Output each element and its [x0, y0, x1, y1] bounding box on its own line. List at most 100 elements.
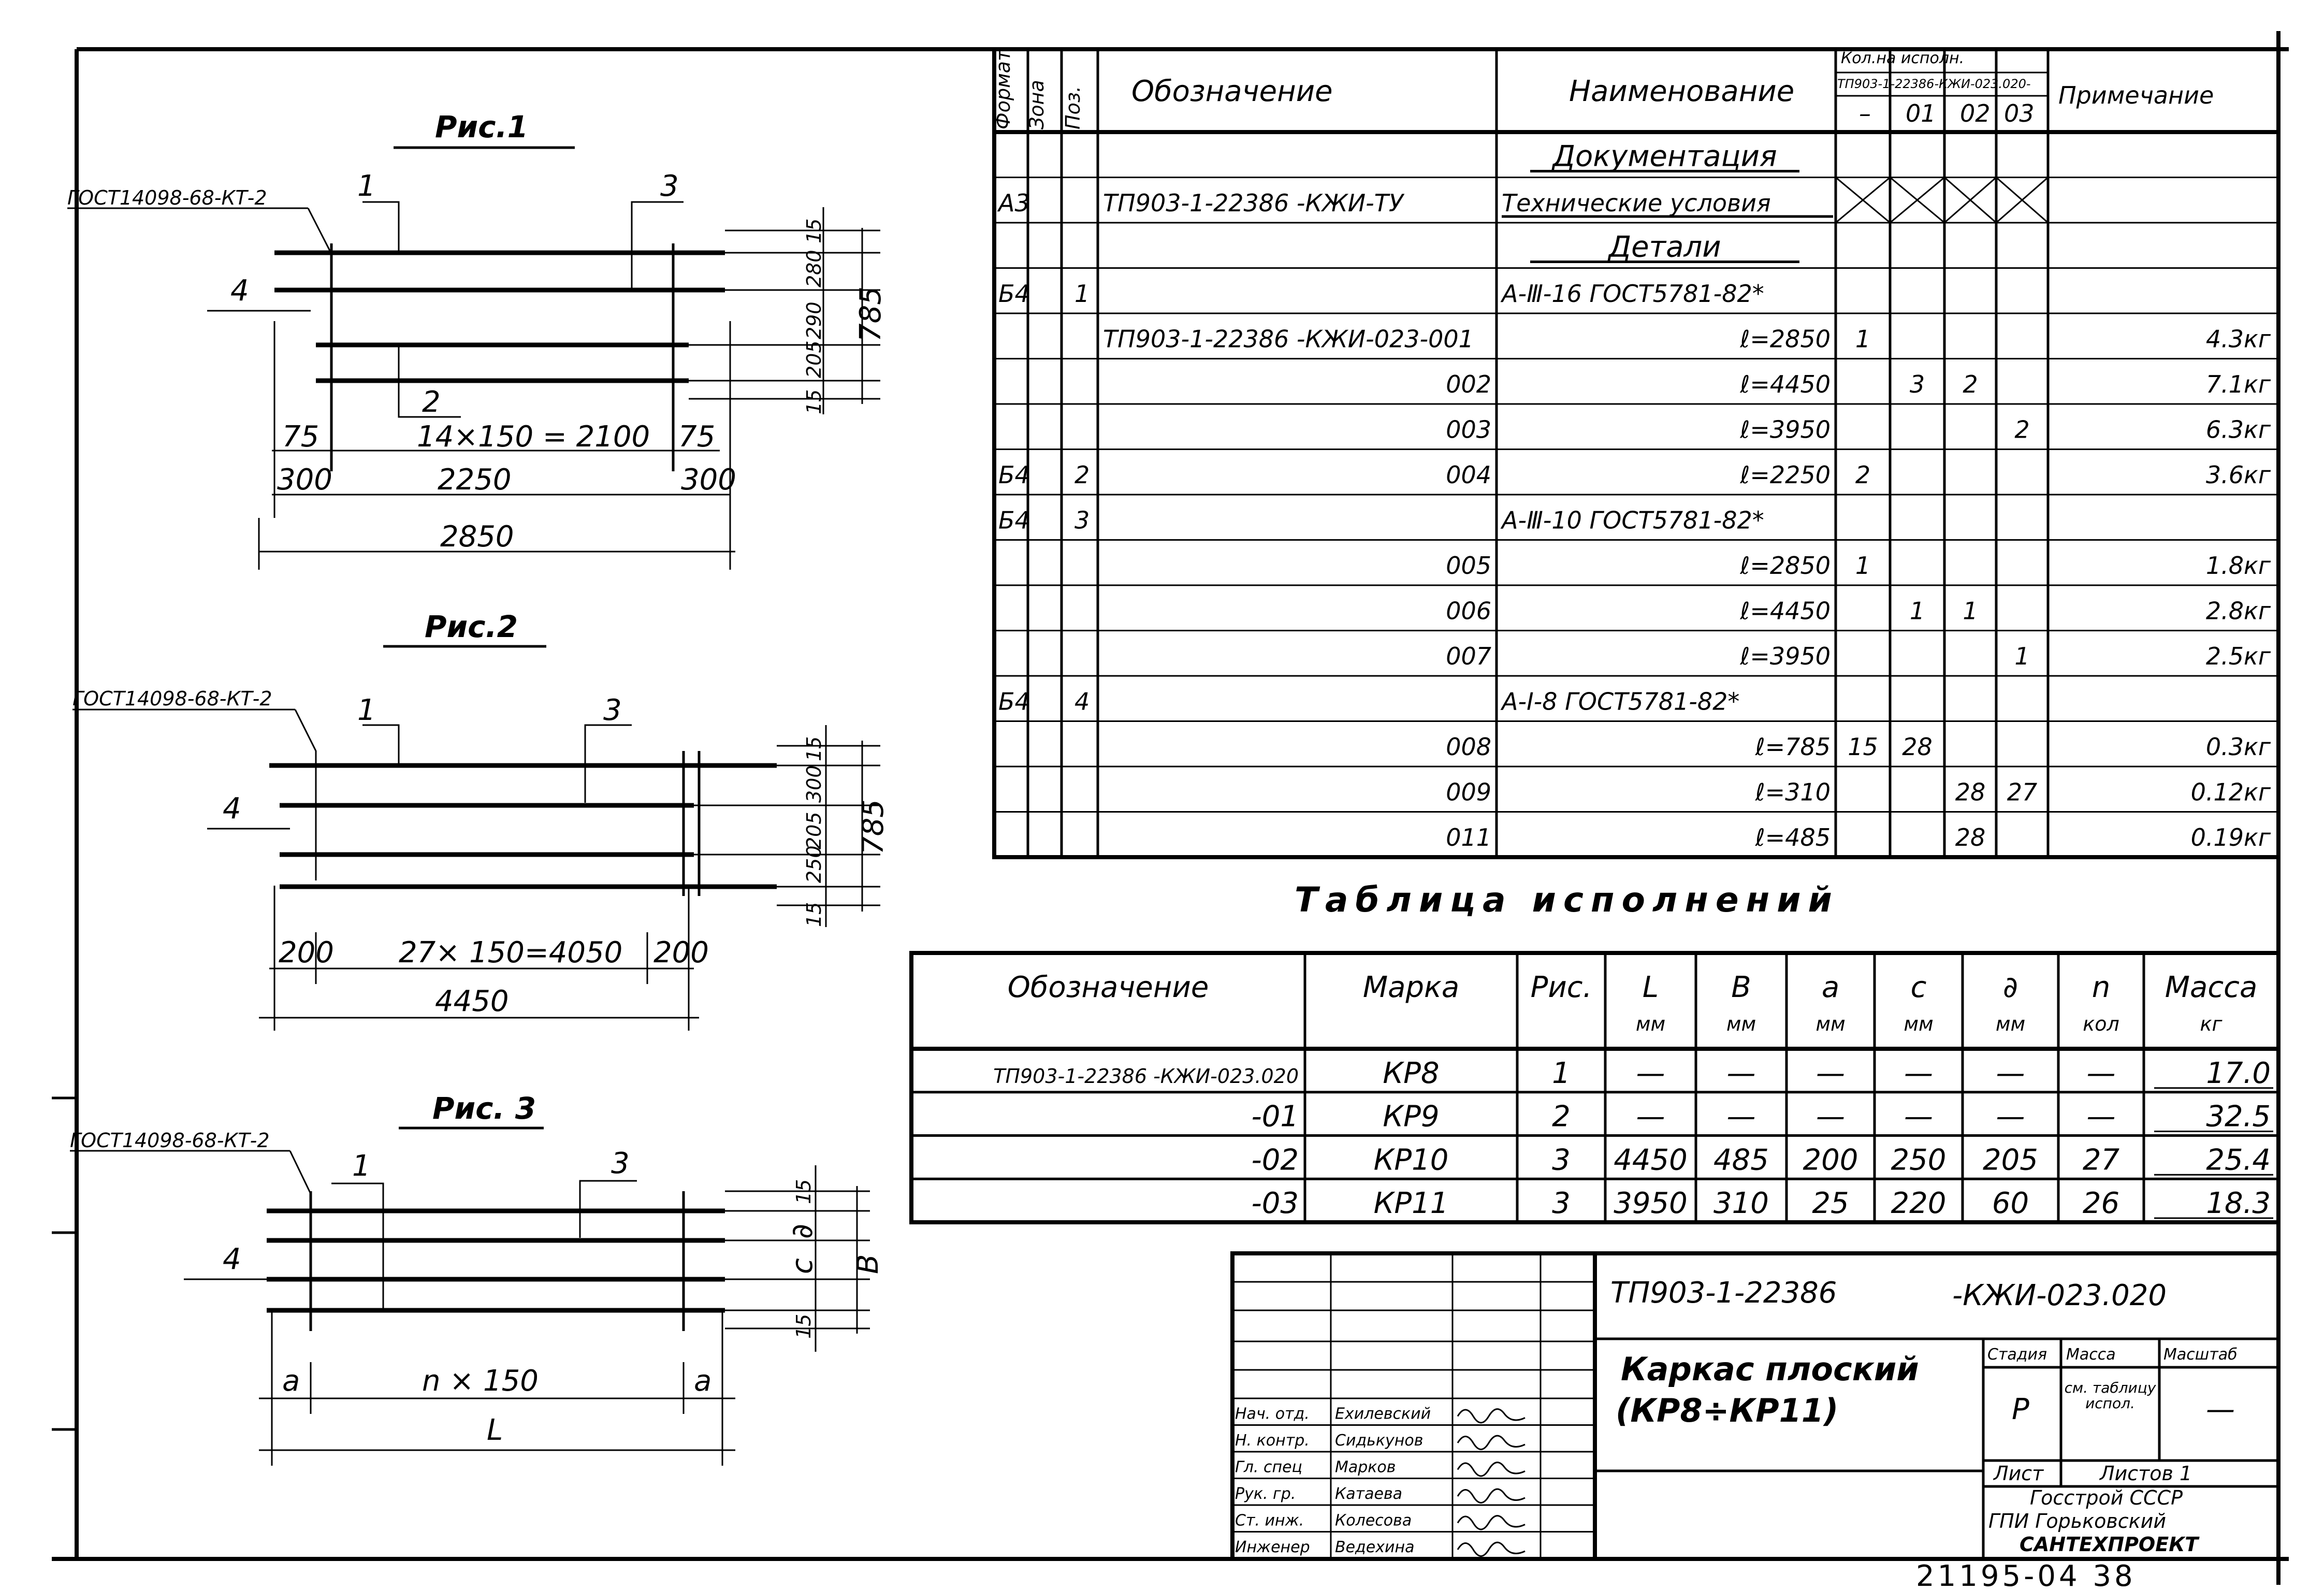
figure-2-pos-4: 4 — [223, 792, 241, 826]
spec-header-format: Формат — [992, 49, 1014, 129]
spec-cell-note: 0.3кг — [2206, 733, 2271, 761]
figure-3-v3: c — [786, 1258, 819, 1274]
exec-cell: -01 — [1252, 1100, 1299, 1134]
exec-header-unit: мм — [1996, 1013, 2025, 1035]
figure-1-v5: 15 — [803, 389, 825, 414]
figure-3-total: L — [487, 1413, 503, 1447]
spec-cell-note: 4.3кг — [2206, 325, 2271, 353]
title-block-sheets-label: Листов 1 — [2099, 1462, 2192, 1485]
exec-cell: 25 — [1812, 1187, 1849, 1220]
exec-cell: — — [1816, 1100, 1845, 1134]
spec-cell-name: А-Ⅰ-8 ГОСТ5781-82* — [1500, 688, 1739, 716]
exec-cell: 2 — [1552, 1100, 1571, 1134]
figure-1-v1: 15 — [803, 219, 825, 243]
spec-cross-mark — [1996, 177, 2049, 224]
signature-name: Ведехина — [1335, 1538, 1415, 1556]
spec-header-qty-0: – — [1859, 99, 1871, 127]
title-block-org-line2: ГПИ Горьковский — [1988, 1510, 2166, 1533]
exec-cell: 3 — [1552, 1187, 1571, 1220]
spec-header-qty-2: 02 — [1960, 99, 1991, 127]
exec-cell: 250 — [1891, 1143, 1947, 1177]
title-block-doc-code: -КЖИ-023.020 — [1952, 1279, 2167, 1312]
spec-header-pos: Поз. — [1062, 86, 1084, 129]
figure-2-v5: 15 — [803, 902, 825, 927]
title-block-title-line1: Каркас плоский — [1621, 1350, 1919, 1388]
exec-cell: 27 — [2083, 1143, 2120, 1177]
exec-header-unit: мм — [1815, 1013, 1845, 1035]
spec-cell-designation: 007 — [1446, 642, 1491, 670]
spec-cell-name: А-Ⅲ-10 ГОСТ5781-82* — [1500, 507, 1764, 534]
figure-3-pitch: n × 150 — [422, 1364, 539, 1398]
spec-cell-designation: 002 — [1446, 370, 1491, 398]
exec-header-unit: кг — [2200, 1013, 2223, 1035]
exec-header: c — [1911, 971, 1927, 1004]
title-block-stage-label: Стадия — [1987, 1346, 2047, 1364]
spec-cell-qty: 3 — [1910, 370, 1925, 398]
signature-role: Нач. отд. — [1235, 1405, 1310, 1423]
exec-header: ∂ — [2003, 971, 2018, 1004]
spec-cell-format: Б4 — [998, 507, 1030, 534]
exec-header: B — [1731, 971, 1751, 1004]
exec-cell: КР9 — [1383, 1100, 1439, 1134]
figure-1-height: 785 — [854, 286, 888, 342]
spec-cell-pos: 3 — [1074, 507, 1090, 534]
spec-cell-note: 3.6кг — [2206, 461, 2271, 489]
figure-1-pitch: 14×150 = 2100 — [417, 420, 650, 454]
title-block-stage-value: Р — [2012, 1393, 2029, 1426]
figure-3-title: Рис. 3 — [432, 1091, 536, 1126]
spec-cell-name: Детали — [1607, 230, 1721, 264]
figure-2-pitch: 27× 150=4050 — [399, 936, 622, 970]
spec-cell-qty: 1 — [1910, 597, 1925, 625]
spec-cell-format: А3 — [997, 189, 1030, 217]
exec-cell: 220 — [1891, 1187, 1947, 1220]
exec-cell: — — [1636, 1100, 1665, 1134]
spec-cross-mark — [1890, 177, 1945, 224]
footer-number: 21195-04 38 — [1916, 1559, 2136, 1590]
figure-1-end-right: 75 — [678, 420, 715, 454]
spec-cell-pos: 4 — [1074, 688, 1090, 716]
spec-cell-format: Б4 — [998, 688, 1030, 716]
spec-cell-note: 0.19кг — [2191, 823, 2271, 851]
signature-role: Ст. инж. — [1235, 1512, 1304, 1530]
signature-name: Марков — [1335, 1458, 1396, 1477]
spec-cell-format: Б4 — [998, 280, 1030, 308]
spec-cell-designation: 005 — [1446, 552, 1491, 580]
spec-cell-name: ℓ=4450 — [1739, 370, 1831, 398]
figure-2-pos-1: 1 — [357, 693, 376, 727]
spec-header-qty-1: 01 — [1906, 99, 1936, 127]
signature-name: Сидькунов — [1335, 1432, 1423, 1450]
exec-cell: 60 — [1992, 1187, 2029, 1220]
spec-cell-name: Документация — [1551, 140, 1777, 174]
handwritten-signature — [1457, 1435, 1526, 1450]
signature-role: Н. контр. — [1235, 1432, 1310, 1450]
signature-name: Колесова — [1335, 1512, 1412, 1530]
figure-2-pos-3: 3 — [603, 693, 622, 727]
spec-cell-qty: 27 — [2007, 778, 2038, 806]
exec-header: Марка — [1363, 971, 1459, 1004]
exec-cell: — — [1816, 1057, 1845, 1090]
signature-role: Инженер — [1235, 1538, 1310, 1556]
specification-table: Формат Зона Поз. Обозначение Наименовани… — [992, 47, 2281, 859]
spec-cell-note: 2.5кг — [2206, 642, 2271, 670]
handwritten-signature — [1457, 1462, 1526, 1477]
sheet-frame — [52, 31, 2289, 1585]
exec-cell: 3950 — [1614, 1187, 1688, 1220]
exec-cell: — — [1996, 1057, 2025, 1090]
exec-cell: 310 — [1713, 1187, 1769, 1220]
figure-1: Рис.1 ГОСТ14098-68-КТ-2 1 3 4 2 75 14×15… — [67, 109, 888, 570]
signature-role: Гл. спец — [1235, 1458, 1302, 1477]
figure-1-pos-3: 3 — [660, 169, 679, 203]
spec-cell-name: ℓ=485 — [1755, 823, 1831, 851]
figure-2-title: Рис.2 — [425, 609, 518, 644]
spec-header-name: Наименование — [1569, 75, 1794, 108]
figure-1-end-left: 75 — [282, 420, 319, 454]
exec-cell: — — [2087, 1057, 2116, 1090]
exec-cell: 18.3 — [2206, 1187, 2271, 1220]
exec-header-unit: мм — [1636, 1013, 1665, 1035]
spec-cell-note: 1.8кг — [2206, 552, 2271, 580]
spec-cross-mark — [1835, 177, 1891, 224]
figure-3-gost-ref: ГОСТ14098-68-КТ-2 — [70, 1129, 270, 1152]
spec-cell-qty: 1 — [2014, 642, 2029, 670]
signature-name: Ехилевский — [1335, 1405, 1431, 1423]
